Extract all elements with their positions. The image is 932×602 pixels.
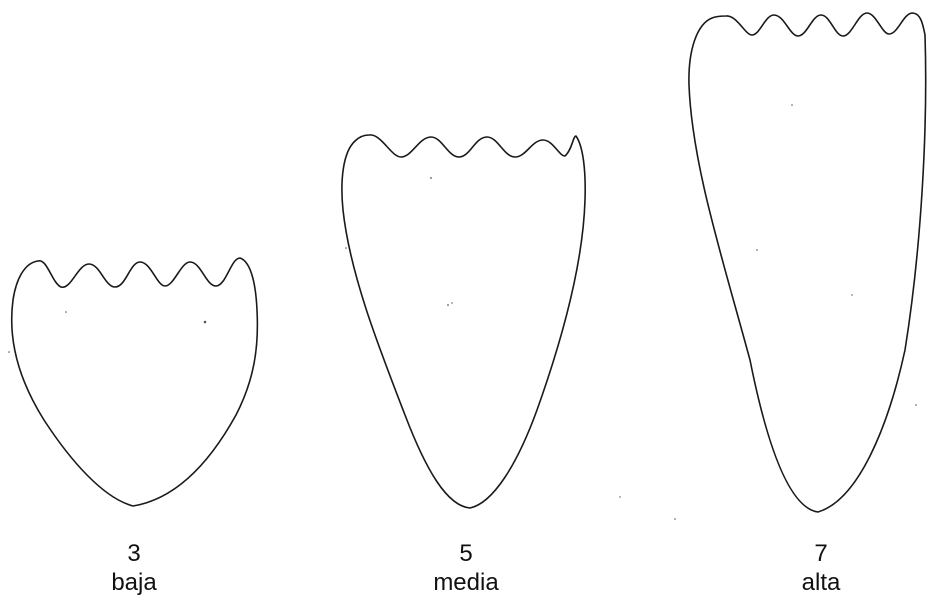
caption-media: 5 media <box>386 539 546 597</box>
scan-speck <box>65 311 67 313</box>
scan-speck <box>8 351 10 353</box>
scan-speck <box>674 518 676 520</box>
scan-speck <box>619 496 620 497</box>
shape-media <box>342 135 585 508</box>
caption-label: alta <box>741 568 901 597</box>
shape-baja <box>12 258 258 506</box>
caption-number: 5 <box>386 539 546 568</box>
scan-speck <box>447 304 449 306</box>
caption-alta: 7 alta <box>741 539 901 597</box>
scan-speck <box>204 321 207 324</box>
caption-label: media <box>386 568 546 597</box>
scan-speck <box>851 294 852 295</box>
scan-speck <box>430 177 432 179</box>
caption-label: baja <box>54 568 214 597</box>
caption-number: 7 <box>741 539 901 568</box>
scan-speck <box>756 249 758 251</box>
scan-speck <box>345 247 347 249</box>
caption-number: 3 <box>54 539 214 568</box>
caption-baja: 3 baja <box>54 539 214 597</box>
scan-speck <box>451 302 452 303</box>
scan-speck <box>915 404 917 406</box>
shape-alta <box>689 13 926 512</box>
scan-speck <box>791 104 793 106</box>
